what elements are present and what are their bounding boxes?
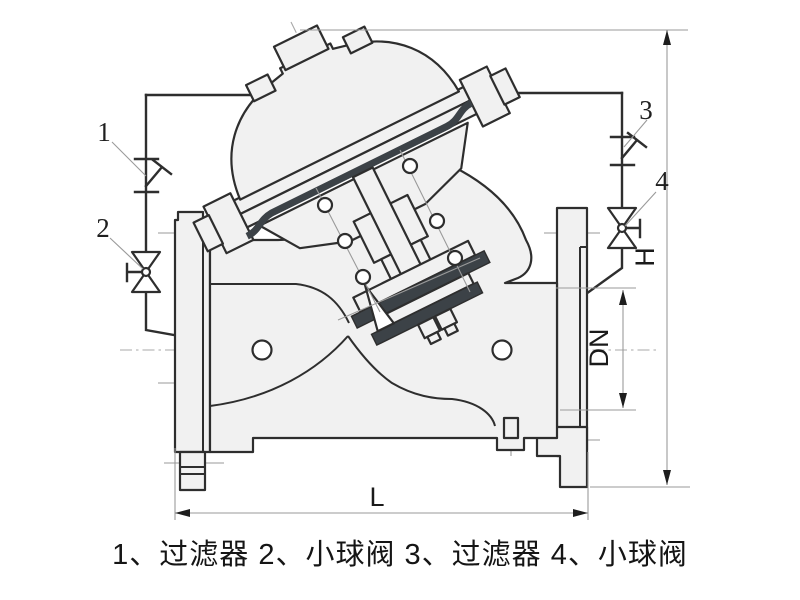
bolt-marker-icon (428, 212, 446, 230)
arrowhead-up-icon (619, 290, 627, 305)
callout-number-2: 2 (96, 213, 110, 243)
drain-bolt (502, 416, 520, 440)
filter-symbol-3 (609, 131, 648, 167)
dimension-label-H: H (630, 247, 660, 267)
left-tap-port (251, 339, 273, 361)
arrowhead-left-icon (175, 509, 190, 517)
leader-line-4 (624, 191, 657, 227)
valve-triangle-icon (606, 206, 638, 230)
left-flange (173, 210, 212, 454)
waterway-line (210, 283, 350, 324)
right-flange (555, 206, 589, 458)
waterway-line (209, 335, 349, 407)
bottom-stub (178, 450, 207, 492)
diaphragm-membrane (245, 100, 474, 240)
dimension-label-DN: DN (584, 329, 614, 368)
valve-triangle-icon (130, 250, 162, 274)
bolt-marker-icon (401, 157, 419, 175)
stem-nut-cap (443, 322, 459, 337)
right-tap-port (491, 339, 513, 361)
clamp-bolt-right-head (489, 67, 521, 106)
filter-symbol-1 (133, 157, 173, 194)
strainer-handle-icon (144, 158, 173, 188)
bolt-marker-icon (446, 249, 464, 267)
dimension-L: L (174, 448, 589, 520)
arrowhead-up-icon (663, 30, 671, 45)
valve-triangle-icon (606, 226, 638, 250)
dome-bolt (341, 25, 374, 55)
strainer-handle-icon (620, 131, 648, 160)
valve-ball-icon (616, 222, 628, 234)
dimension-label-L: L (369, 482, 384, 512)
filter-ticks-icon (133, 157, 160, 194)
waterway-line (347, 335, 496, 427)
leader-line-3 (623, 119, 648, 148)
bolt-marker-icon (316, 196, 334, 214)
dimension-H: H (300, 29, 690, 488)
valve-triangle-icon (130, 270, 162, 294)
stem-nut-cap (426, 330, 442, 346)
right-flange-face-line (579, 246, 587, 427)
arrowhead-down-icon (619, 393, 627, 408)
figure-caption: 1、过滤器 2、小球阀 3、过滤器 4、小球阀 (112, 539, 688, 571)
stub-lines (180, 466, 205, 475)
callouts: 1 2 3 4 (96, 95, 669, 270)
ball-valve-symbol-4 (606, 206, 642, 250)
dome-bolt (244, 73, 277, 103)
right-foot (535, 425, 589, 489)
callout-number-4: 4 (655, 166, 669, 196)
ball-valve-symbol-2 (125, 250, 162, 294)
clamp-bolt-left-head (192, 213, 225, 253)
dimension-DN: DN (556, 287, 636, 411)
valve-ball-icon (140, 266, 152, 278)
leader-line-2 (109, 237, 144, 270)
dome-top-boss (272, 24, 330, 72)
actuator-dome (230, 40, 461, 201)
bolt-marker-icon (354, 268, 372, 286)
bolt-circle-markers (315, 149, 481, 321)
arrowhead-right-icon (573, 509, 588, 517)
callout-number-1: 1 (97, 117, 111, 147)
arrowhead-down-icon (663, 470, 671, 485)
bolt-marker-icon (336, 232, 354, 250)
filter-ticks-icon (609, 135, 636, 167)
diaphragm-actuator (192, 24, 521, 347)
leader-line-1 (111, 141, 147, 177)
callout-number-3: 3 (639, 95, 653, 125)
